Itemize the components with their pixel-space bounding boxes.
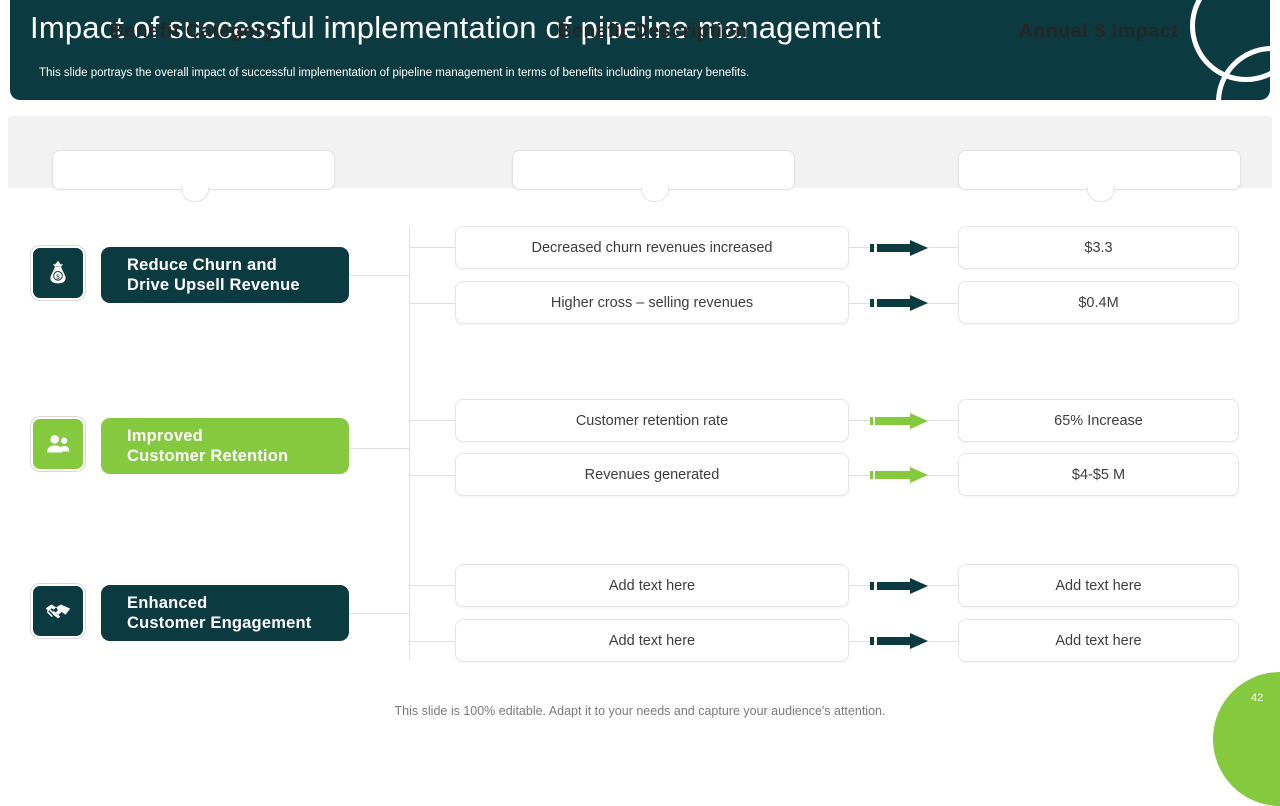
connector-branch	[409, 585, 456, 586]
callout-bubble-impact	[958, 150, 1241, 202]
impact-cell[interactable]: $4-$5 M	[958, 453, 1239, 496]
impact-cell[interactable]: 65% Increase	[958, 399, 1239, 442]
description-cell[interactable]: Revenues generated	[455, 453, 849, 496]
category-label-line2: Customer Retention	[127, 447, 289, 465]
category-label-line2: Drive Upsell Revenue	[127, 276, 300, 294]
description-cell[interactable]: Decreased churn revenues increased	[455, 226, 849, 269]
connector-branch	[409, 247, 456, 248]
connector-branch	[409, 303, 456, 304]
description-cell[interactable]: Add text here	[455, 619, 849, 662]
callout-bubble-description	[512, 150, 795, 202]
connector-branch	[409, 641, 456, 642]
svg-text:$: $	[56, 274, 60, 281]
arrow-right-icon	[870, 238, 934, 258]
callout-tail	[180, 187, 209, 202]
category-box-improved-retention[interactable]: Improved Customer Retention	[101, 418, 349, 474]
description-cell[interactable]: Add text here	[455, 564, 849, 607]
footer-note: This slide is 100% editable. Adapt it to…	[394, 704, 886, 718]
impact-cell[interactable]: Add text here	[958, 564, 1239, 607]
connector-stem	[349, 448, 410, 449]
slide-header: Impact of successful implementation of p…	[10, 0, 1270, 100]
impact-cell[interactable]: $0.4M	[958, 281, 1239, 324]
row-icon-handshake	[31, 584, 85, 638]
row-icon-customers	[31, 417, 85, 471]
category-label-line1: Improved	[127, 427, 203, 445]
column-header-annual-impact: Annual $ Impact	[1018, 20, 1179, 42]
category-box-enhanced-engagement[interactable]: Enhanced Customer Engagement	[101, 585, 349, 641]
page-number: 42	[1251, 692, 1264, 704]
callout-tail	[1086, 187, 1115, 202]
arrow-right-icon	[870, 465, 934, 485]
category-label-line1: Enhanced	[127, 594, 208, 612]
money-bag-icon: $	[50, 260, 66, 284]
page-subtitle: This slide portrays the overall impact o…	[39, 67, 750, 79]
callout-bubble-category	[52, 150, 335, 202]
callout-tail	[640, 187, 669, 202]
handshake-icon	[45, 604, 71, 619]
arrow-right-icon	[870, 631, 934, 651]
column-header-benefit-description: Benefit Description	[557, 20, 748, 42]
connector-stem	[349, 613, 410, 614]
impact-cell[interactable]: $3.3	[958, 226, 1239, 269]
connector-branch	[409, 475, 456, 476]
connector-trunk	[409, 226, 410, 660]
arrow-right-icon	[870, 411, 934, 431]
description-cell[interactable]: Higher cross – selling revenues	[455, 281, 849, 324]
impact-cell[interactable]: Add text here	[958, 619, 1239, 662]
accent-circle	[1213, 672, 1280, 806]
arrow-right-icon	[870, 576, 934, 596]
category-label-line1: Reduce Churn and	[127, 256, 277, 274]
page-title: Impact of successful implementation of p…	[30, 10, 881, 45]
arrow-right-icon	[870, 293, 934, 313]
category-box-reduce-churn[interactable]: Reduce Churn and Drive Upsell Revenue	[101, 247, 349, 303]
row-icon-money-bag: $	[31, 246, 85, 300]
column-header-benefit-category: Benefit Category	[109, 20, 276, 42]
customers-icon	[47, 435, 70, 453]
category-label-line2: Customer Engagement	[127, 614, 312, 632]
connector-branch	[409, 420, 456, 421]
description-cell[interactable]: Customer retention rate	[455, 399, 849, 442]
connector-stem	[349, 275, 410, 276]
